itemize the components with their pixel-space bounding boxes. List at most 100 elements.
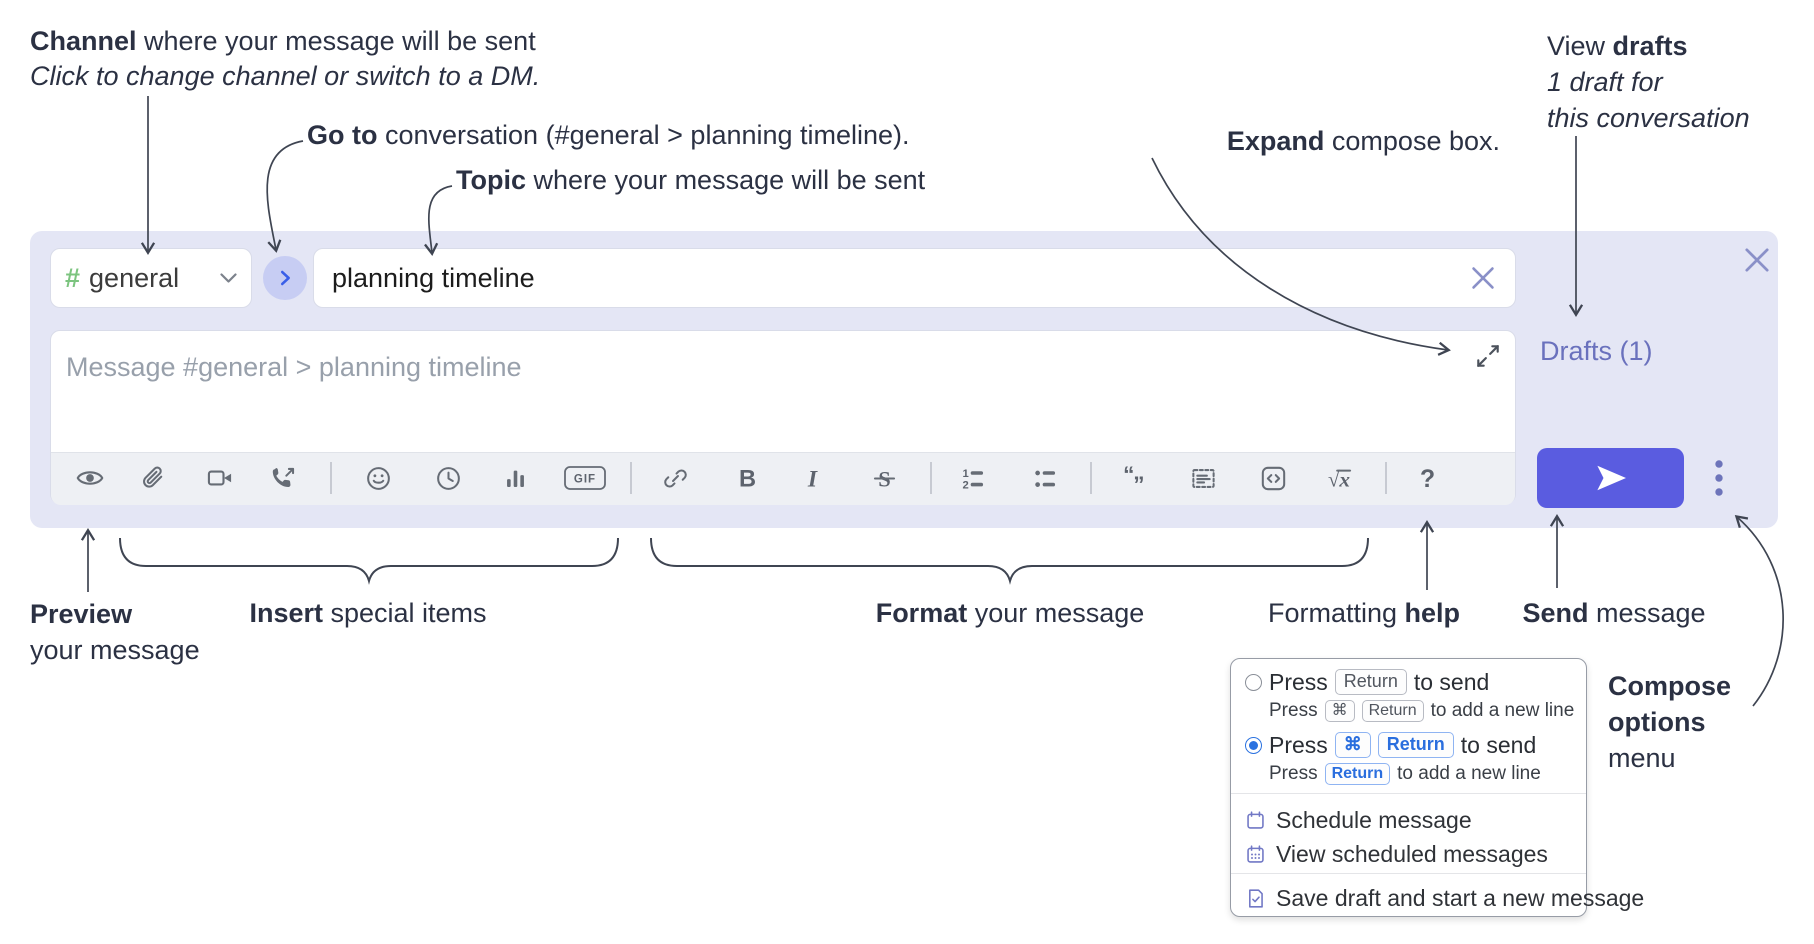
compose-options-line3: menu xyxy=(1608,743,1676,773)
format-label-rest: your message xyxy=(967,598,1145,628)
insert-label: Insert special items xyxy=(249,596,486,631)
quote-close-glyph: ” xyxy=(1133,472,1144,492)
channel-annotation-bold: Channel xyxy=(30,26,137,56)
expand-annotation-bold: Expand xyxy=(1226,126,1325,156)
close-compose-icon[interactable] xyxy=(1743,246,1771,274)
poll-icon[interactable] xyxy=(498,461,532,495)
formatting-help-bold: help xyxy=(1404,598,1461,628)
clear-topic-icon[interactable] xyxy=(1470,265,1496,291)
option2-subtext: Press Return to add a new line xyxy=(1269,761,1541,787)
ol-2-label: 2 xyxy=(962,479,968,491)
expand-compose-icon[interactable] xyxy=(1474,342,1502,370)
spoiler-icon[interactable] xyxy=(1186,461,1220,495)
calendar-icon xyxy=(1247,810,1264,829)
option1-sub-post: to add a new line xyxy=(1430,700,1575,721)
formatting-help-label: Formatting help xyxy=(1268,596,1460,631)
calendar-grid-icon xyxy=(1247,844,1264,863)
option1-post: to send xyxy=(1413,668,1490,695)
voice-call-icon[interactable] xyxy=(266,461,300,495)
go-to-conversation-button[interactable] xyxy=(263,256,307,300)
toolbar-divider xyxy=(330,462,332,494)
insert-brace xyxy=(119,537,619,585)
menu-item-label: Schedule message xyxy=(1276,806,1472,833)
expand-annotation-rest: compose box. xyxy=(1324,126,1500,156)
radio-cmd-return-to-send[interactable] xyxy=(1245,737,1262,754)
italic-icon-label: I xyxy=(806,466,817,492)
popup-divider xyxy=(1231,793,1586,794)
format-brace xyxy=(650,537,1369,585)
toolbar-divider xyxy=(930,462,932,494)
send-label-bold: Send xyxy=(1522,598,1589,628)
send-button[interactable] xyxy=(1537,448,1684,508)
italic-icon[interactable]: I xyxy=(795,461,829,495)
toolbar-divider xyxy=(1090,462,1092,494)
option1-subtext: Press ⌘ Return to add a new line xyxy=(1269,698,1574,724)
preview-icon[interactable] xyxy=(73,461,107,495)
kbd-cmd: ⌘ xyxy=(1324,700,1355,722)
option2-post: to send xyxy=(1460,731,1537,758)
bold-icon[interactable]: B xyxy=(730,461,764,495)
menu-item-schedule-message[interactable]: Schedule message xyxy=(1245,805,1472,835)
strikethrough-icon[interactable]: S xyxy=(867,461,901,495)
channel-annotation-rest: where your message will be sent xyxy=(136,26,536,56)
kbd-return-blue: Return xyxy=(1324,763,1391,785)
option2-sub-post: to add a new line xyxy=(1397,763,1541,784)
attach-file-icon[interactable] xyxy=(135,461,169,495)
compose-options-menu-icon[interactable] xyxy=(1705,454,1733,502)
goto-annotation-bold: Go to xyxy=(307,120,378,150)
option-cmd-return-to-send[interactable]: Press ⌘ Return to send xyxy=(1269,730,1536,760)
drafts-link[interactable]: Drafts (1) xyxy=(1540,336,1653,366)
send-label: Send message xyxy=(1522,596,1705,631)
bulleted-list-icon[interactable] xyxy=(1028,461,1062,495)
bold-icon-label: B xyxy=(738,466,755,492)
code-icon[interactable] xyxy=(1256,461,1290,495)
formatting-help-icon[interactable]: ? xyxy=(1410,461,1444,495)
channel-hash-icon: # xyxy=(65,262,81,293)
topic-annotation-bold: Topic xyxy=(456,165,526,195)
preview-label-line2: your message xyxy=(30,635,200,665)
topic-input[interactable] xyxy=(313,248,1516,308)
view-drafts-annotation: View drafts 1 draft for this conversatio… xyxy=(1547,28,1750,136)
link-icon[interactable] xyxy=(658,461,692,495)
menu-item-label: Save draft and start a new message xyxy=(1276,884,1645,911)
format-label-bold: Format xyxy=(875,598,968,628)
preview-label-bold: Preview xyxy=(30,599,133,629)
topic-annotation: Topic where your message will be sent xyxy=(456,163,925,198)
channel-annotation-subtitle: Click to change channel or switch to a D… xyxy=(30,61,541,91)
quote-icon[interactable]: “” xyxy=(1118,461,1152,495)
channel-picker[interactable]: # general xyxy=(50,248,252,308)
compose-toolbar xyxy=(51,452,1515,505)
global-time-icon[interactable] xyxy=(431,461,465,495)
ol-1-label: 1 xyxy=(962,467,968,479)
preview-label: Preview your message xyxy=(30,596,200,668)
option1-sub-pre: Press xyxy=(1269,700,1318,721)
math-icon[interactable]: √x xyxy=(1321,461,1359,495)
insert-label-bold: Insert xyxy=(249,598,323,628)
option2-sub-pre: Press xyxy=(1269,763,1318,784)
popup-divider xyxy=(1231,873,1586,874)
compose-options-line2: options xyxy=(1608,707,1706,737)
menu-item-save-draft[interactable]: Save draft and start a new message xyxy=(1245,883,1644,913)
compose-options-line1: Compose xyxy=(1608,671,1732,701)
channel-picker-label: general xyxy=(89,262,180,293)
video-call-icon[interactable] xyxy=(203,461,237,495)
expand-annotation: Expand compose box. xyxy=(1227,124,1500,159)
kbd-cmd-blue: ⌘ xyxy=(1334,732,1371,758)
chevron-down-icon xyxy=(220,272,237,283)
message-input[interactable] xyxy=(50,330,1482,462)
toolbar-divider xyxy=(1385,462,1387,494)
toolbar-divider xyxy=(630,462,632,494)
option-return-to-send[interactable]: Press Return to send xyxy=(1269,667,1489,697)
option1-pre: Press xyxy=(1269,668,1328,695)
goto-annotation-rest: conversation (#general > planning timeli… xyxy=(377,120,910,150)
emoji-icon[interactable] xyxy=(361,461,395,495)
gif-icon-label: GIF xyxy=(574,474,596,486)
format-label: Format your message xyxy=(876,596,1145,631)
view-drafts-pre: View xyxy=(1547,31,1613,61)
gif-icon[interactable]: GIF xyxy=(563,461,607,495)
chevron-right-icon xyxy=(280,270,290,286)
menu-item-view-scheduled[interactable]: View scheduled messages xyxy=(1245,839,1548,869)
radio-return-to-send[interactable] xyxy=(1245,674,1262,691)
